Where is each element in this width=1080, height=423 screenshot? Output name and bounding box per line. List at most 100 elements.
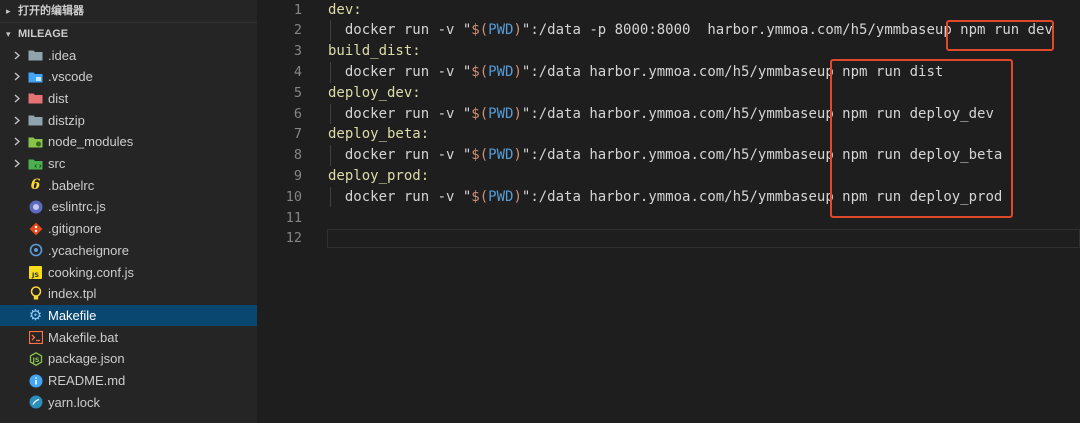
file-label: .idea <box>48 47 77 63</box>
file-item-readme-md[interactable]: README.md <box>0 370 257 391</box>
code-line[interactable]: 11 <box>257 208 1080 229</box>
file-item-makefile-bat[interactable]: Makefile.bat <box>0 327 257 348</box>
file-item-ycacheignore[interactable]: .ycacheignore <box>0 240 257 261</box>
file-label: .vscode <box>48 69 93 85</box>
file-label: .babelrc <box>48 177 95 193</box>
code-line[interactable]: 12 <box>257 228 1080 249</box>
code-token: deploy_dev: <box>328 84 421 101</box>
indent-guide <box>330 186 331 208</box>
code-line[interactable]: 3 build_dist: <box>257 41 1080 62</box>
code-token: ":/data harbor.ymmoa.com/h5/ymmbaseup np… <box>521 188 1003 205</box>
svg-text:JS: JS <box>31 271 39 279</box>
folder-icon <box>28 110 43 131</box>
project-header[interactable]: ▾ MILEAGE <box>0 23 257 45</box>
code-token: $( <box>471 105 489 122</box>
eslint-icon <box>28 196 43 217</box>
code-text: build_dist: <box>328 41 421 62</box>
code-text: docker run -v "$(PWD)":/data harbor.ymmo… <box>328 62 943 83</box>
code-token: PWD <box>488 147 514 164</box>
line-number: 2 <box>293 22 302 39</box>
chevron-right-icon[interactable] <box>13 45 21 66</box>
info-icon <box>28 370 43 391</box>
code-line[interactable]: 4 docker run -v "$(PWD)":/data harbor.ym… <box>257 62 1080 83</box>
highlight-box-npm-run-commands <box>830 59 1013 218</box>
code-line[interactable]: 7 deploy_beta: <box>257 124 1080 145</box>
file-label: cooking.conf.js <box>48 264 134 280</box>
folder-item-dist[interactable]: dist <box>0 88 257 109</box>
folder-item-distzip[interactable]: distzip <box>0 110 257 131</box>
file-label: src <box>48 156 66 171</box>
code-token: PWD <box>488 105 514 122</box>
code-text: docker run -v "$(PWD)":/data harbor.ymmo… <box>328 104 994 125</box>
gear-icon: ⚙ <box>28 306 43 324</box>
code-token: ":/data -p 8000:8000 harbor.ymmoa.com/h5… <box>521 22 1053 39</box>
code-token: ) <box>513 105 522 122</box>
chevron-right-icon[interactable] <box>13 66 21 87</box>
line-number: 1 <box>293 1 302 18</box>
code-text: docker run -v "$(PWD)":/data harbor.ymmo… <box>328 145 1002 166</box>
folder-icon <box>28 45 43 66</box>
line-number: 3 <box>293 43 302 60</box>
code-token: $( <box>471 188 489 205</box>
file-item-gitignore[interactable]: .gitignore <box>0 218 257 239</box>
folder-item-node-modules[interactable]: node_modules <box>0 131 257 152</box>
vscode-folder-icon <box>28 66 43 87</box>
code-text: deploy_prod: <box>328 166 429 187</box>
file-item-cooking-conf-js[interactable]: JS cooking.conf.js <box>0 262 257 283</box>
chevron-right-icon[interactable] <box>13 131 21 152</box>
code-token: $( <box>471 147 489 164</box>
file-label: README.md <box>48 373 126 388</box>
line-number: 8 <box>293 147 302 164</box>
code-token: ":/data harbor.ymmoa.com/h5/ymmbaseup np… <box>521 63 944 80</box>
file-item-babelrc[interactable]: 6 .babelrc <box>0 175 257 196</box>
node-modules-folder-icon <box>28 131 43 152</box>
file-item-makefile[interactable]: ⚙ Makefile <box>0 304 257 326</box>
file-label: Makefile.bat <box>48 329 119 345</box>
code-line[interactable]: 6 docker run -v "$(PWD)":/data harbor.ym… <box>257 104 1080 125</box>
code-token: ":/data harbor.ymmoa.com/h5/ymmbaseup np… <box>521 147 1003 164</box>
folder-item-vscode[interactable]: .vscode <box>0 66 257 87</box>
file-label: index.tpl <box>48 286 97 302</box>
code-token: $( <box>471 63 489 80</box>
svg-text:JS: JS <box>31 356 39 364</box>
code-line[interactable]: 2 docker run -v "$(PWD)":/data -p 8000:8… <box>257 20 1080 41</box>
babel-icon: 6 <box>30 176 41 193</box>
code-token: docker run -v " <box>328 147 472 164</box>
file-label: .gitignore <box>48 221 102 237</box>
indent-guide <box>330 61 331 83</box>
file-label: Makefile <box>48 307 97 323</box>
file-label: node_modules <box>48 134 134 150</box>
code-token: PWD <box>488 22 514 39</box>
file-item-index-tpl[interactable]: index.tpl <box>0 283 257 304</box>
git-icon <box>28 218 43 239</box>
line-number: 12 <box>285 230 302 247</box>
chevron-right-icon[interactable] <box>13 153 21 174</box>
line-number: 11 <box>285 209 302 226</box>
file-item-eslintrc-js[interactable]: .eslintrc.js <box>0 196 257 217</box>
code-token: ":/data harbor.ymmoa.com/h5/ymmbaseup np… <box>521 105 994 122</box>
chevron-right-icon[interactable] <box>13 88 21 109</box>
line-number: 7 <box>293 126 302 143</box>
open-editors-header[interactable]: ▸ 打开的编辑器 <box>0 0 257 23</box>
folder-item-src[interactable]: src <box>0 153 257 174</box>
line-number: 10 <box>285 188 302 205</box>
code-token: deploy_beta: <box>328 126 430 143</box>
chevron-right-icon[interactable] <box>13 110 21 131</box>
npm-icon: JS <box>28 348 43 369</box>
project-title: MILEAGE <box>18 28 69 40</box>
file-icon <box>28 240 43 261</box>
code-line[interactable]: 10 docker run -v "$(PWD)":/data harbor.y… <box>257 187 1080 208</box>
code-line[interactable]: 8 docker run -v "$(PWD)":/data harbor.ym… <box>257 145 1080 166</box>
code-token: $( <box>471 22 489 39</box>
code-text: deploy_beta: <box>328 124 429 145</box>
file-item-yarn-lock[interactable]: yarn.lock <box>0 392 257 413</box>
code-text: docker run -v "$(PWD)":/data -p 8000:800… <box>328 20 1053 41</box>
terminal-icon <box>28 327 43 348</box>
file-label: dist <box>48 90 69 106</box>
folder-item-idea[interactable]: .idea <box>0 45 257 66</box>
